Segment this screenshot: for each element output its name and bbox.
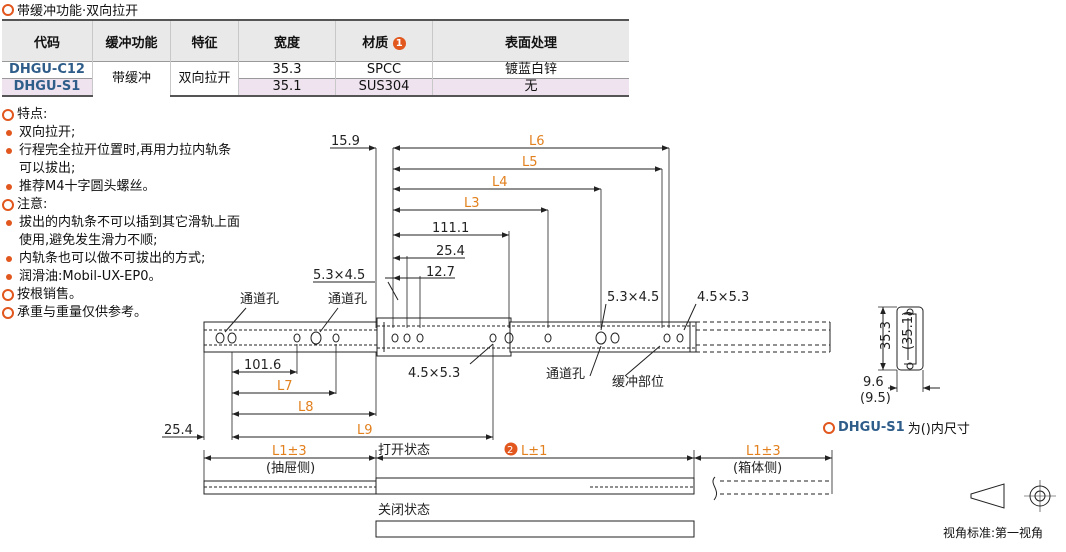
- row-code: DHGU-S1: [2, 78, 93, 97]
- row-material: SPCC: [335, 61, 433, 79]
- dim-25-4-left: 25.4: [164, 423, 193, 438]
- dim-width-9-6: 9.6: [863, 375, 884, 390]
- label-passage-hole-2: 通道孔: [328, 292, 367, 307]
- middle-rail-body: [376, 317, 512, 357]
- dim-L7: L7: [277, 379, 293, 394]
- dim-height-35-3: 35.3: [879, 321, 894, 350]
- dot-bullet-icon: [6, 256, 12, 262]
- dim-slot-a: 5.3×4.5: [313, 268, 365, 283]
- section-title-text: 带缓冲功能·双向拉开: [17, 4, 139, 19]
- dim-L6: L6: [529, 134, 545, 149]
- load-heading: 承重与重量仅供参考。: [2, 304, 240, 322]
- row-buffer: 带缓冲: [92, 61, 171, 96]
- header-material: 材质 1: [335, 19, 433, 62]
- label-cabinet-side: (箱体侧): [733, 460, 782, 476]
- header-code: 代码: [2, 19, 93, 62]
- s1-note-code: DHGU-S1: [838, 420, 905, 435]
- dim-L8: L8: [298, 400, 314, 415]
- dim-L9: L9: [357, 423, 373, 438]
- open-state-middle: [375, 477, 695, 495]
- dot-bullet-icon: [6, 130, 12, 136]
- ring-bullet-icon: [2, 109, 14, 121]
- dot-bullet-icon: [6, 184, 12, 190]
- list-item: 润滑油:Mobil-UX-EP0。: [2, 268, 240, 286]
- label-open-state: 打开状态: [378, 443, 430, 458]
- dim-slot-c: 4.5×5.3: [697, 290, 749, 305]
- dim-L5: L5: [522, 155, 538, 170]
- label-passage-hole-3: 通道孔: [546, 367, 585, 382]
- list-item: 双向拉开;: [2, 124, 240, 142]
- table-header-row: 代码 缓冲功能 特征 宽度 材质 1 表面处理: [2, 19, 629, 62]
- section-title: 带缓冲功能·双向拉开: [2, 0, 138, 19]
- label-closed-state: 关闭状态: [378, 503, 430, 518]
- dim-L1-drawer: L1±3: [272, 444, 307, 459]
- dim-111-1: 111.1: [432, 221, 469, 236]
- ring-bullet-icon: [2, 3, 14, 16]
- ring-bullet-icon: [2, 289, 14, 301]
- list-item: 推荐M4十字圆头螺丝。: [2, 178, 240, 196]
- row-width: 35.3: [238, 61, 336, 79]
- list-item: 拔出的内轨条不可以插到其它滑轨上面: [2, 214, 240, 232]
- row-feature: 双向拉开: [170, 61, 239, 97]
- header-width: 宽度: [238, 19, 336, 62]
- row-finish: 无: [432, 78, 629, 97]
- dim-L-total: L±1: [521, 444, 547, 459]
- material-badge: 1: [392, 36, 406, 50]
- header-buffer: 缓冲功能: [92, 19, 171, 62]
- badge-2-text: 2: [507, 445, 513, 456]
- drawer-rail-body: [203, 321, 379, 353]
- list-item: 内轨条也可以做不可拔出的方式;: [2, 250, 240, 268]
- dim-L1-cabinet: L1±3: [746, 444, 781, 459]
- label-drawer-side: (抽屉侧): [266, 461, 315, 476]
- sale-heading: 按根销售。: [2, 286, 240, 304]
- dim-25-4-top: 25.4: [436, 244, 465, 259]
- list-item: 行程完全拉开位置时,再用力拉内轨条: [2, 142, 240, 160]
- dot-bullet-icon: [6, 148, 12, 154]
- ring-bullet-icon: [2, 199, 14, 211]
- dot-bullet-icon: [6, 274, 12, 280]
- list-item-continuation: 使用,避免发生滑力不顺;: [19, 233, 158, 248]
- features-title: 特点:: [17, 107, 48, 122]
- caution-heading: 注意:: [2, 196, 240, 214]
- caution-title: 注意:: [17, 197, 48, 212]
- closed-state-rail: [375, 520, 695, 538]
- header-material-label: 材质: [362, 35, 389, 51]
- spec-table: 代码 缓冲功能 特征 宽度 材质 1 表面处理 DHGU-C12 带缓冲 双向拉…: [2, 19, 629, 97]
- row-material: SUS304: [335, 78, 433, 97]
- dim-101-6: 101.6: [244, 358, 281, 373]
- label-passage-hole-1: 通道孔: [240, 292, 279, 307]
- dim-slot-d: 4.5×5.3: [408, 366, 460, 381]
- s1-note-text: 为()内尺寸: [907, 422, 970, 437]
- label-buffer-part: 缓冲部位: [612, 375, 664, 390]
- badge-2-icon: [504, 442, 518, 456]
- dim-L4: L4: [492, 175, 508, 190]
- notes: 特点: 双向拉开; 行程完全拉开位置时,再用力拉内轨条 可以拔出; 推荐M4十字…: [2, 106, 240, 322]
- dim-12-7: 12.7: [426, 265, 455, 280]
- header-finish: 表面处理: [432, 19, 629, 62]
- features-heading: 特点:: [2, 106, 240, 124]
- row-finish: 镀蓝白锌: [432, 61, 629, 79]
- ring-bullet-icon: [2, 307, 14, 319]
- projection-standard: 视角标准:第一视角: [943, 526, 1044, 540]
- dim-height-35-1: (35.1): [901, 311, 916, 350]
- ring-bullet-icon: [823, 421, 835, 434]
- dim-width-9-5: (9.5): [860, 391, 891, 406]
- table-row: DHGU-C12 带缓冲 双向拉开 35.3 SPCC 镀蓝白锌: [2, 61, 629, 97]
- dim-15-9: 15.9: [331, 134, 360, 149]
- cabinet-rail-body: [509, 321, 697, 353]
- row-width: 35.1: [238, 78, 336, 97]
- table-row: DHGU-S1 35.1 SUS304 无: [2, 78, 629, 97]
- dot-bullet-icon: [6, 220, 12, 226]
- row-code: DHGU-C12: [2, 61, 93, 79]
- header-feature: 特征: [170, 19, 239, 62]
- dim-slot-b: 5.3×4.5: [607, 290, 659, 305]
- dim-L3: L3: [464, 196, 480, 211]
- list-item-continuation: 可以拔出;: [19, 161, 76, 176]
